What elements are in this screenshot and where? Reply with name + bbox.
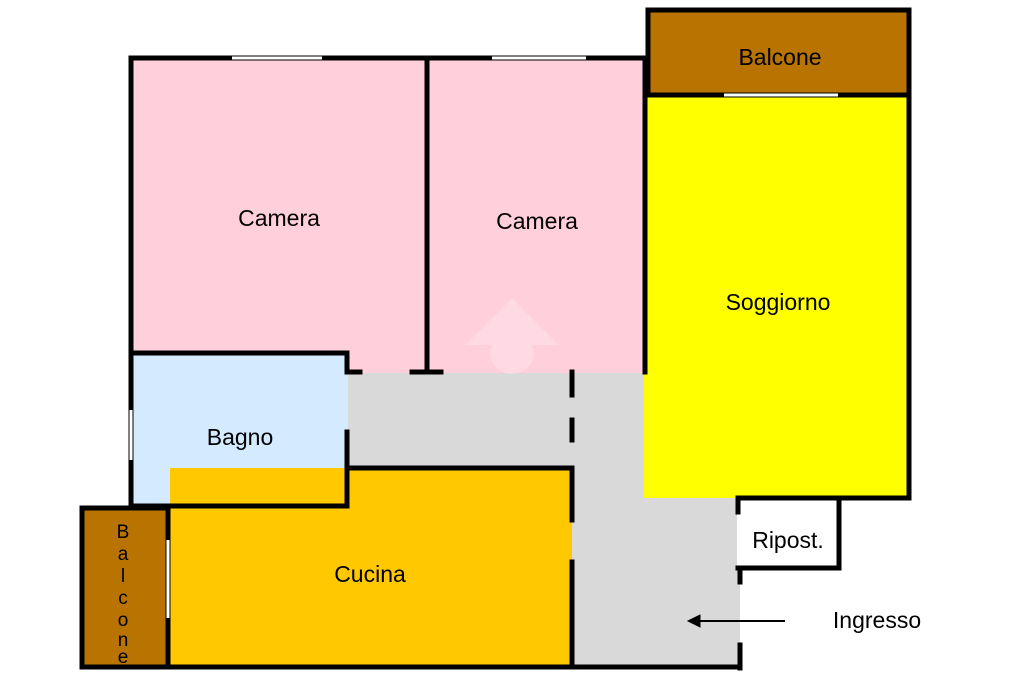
room-balcone-top[interactable] xyxy=(648,10,909,94)
label-ingresso: Ingresso xyxy=(833,607,921,633)
watermark-logo xyxy=(465,298,559,374)
room-cucina[interactable] xyxy=(170,468,572,666)
label-balcone-left-letter: a xyxy=(118,544,129,565)
room-camera-right[interactable] xyxy=(427,58,644,373)
label-camera-left: Camera xyxy=(238,205,320,231)
room-soggiorno[interactable] xyxy=(644,96,909,498)
label-balcone-left-letter: e xyxy=(118,647,129,668)
label-cucina: Cucina xyxy=(334,561,406,587)
label-balcone-left-letter: c xyxy=(118,588,128,609)
label-camera-right: Camera xyxy=(496,208,578,234)
label-soggiorno: Soggiorno xyxy=(726,289,831,315)
label-balcone-left: B a l c o n e xyxy=(117,522,130,668)
windows xyxy=(129,56,838,618)
label-balcone-left-letter: B xyxy=(117,522,130,543)
window-lines xyxy=(128,55,838,618)
left-arrow-icon xyxy=(686,614,785,628)
label-balcone-left-letter: l xyxy=(121,566,125,587)
room-ripostiglio[interactable] xyxy=(737,498,839,566)
room-balcone-left[interactable] xyxy=(82,508,168,666)
label-bagno: Bagno xyxy=(207,424,274,450)
label-balcone-left-letter: o xyxy=(118,610,129,631)
room-camera-left[interactable] xyxy=(131,58,427,373)
label-balcone-top: Balcone xyxy=(738,44,821,70)
label-ripostiglio: Ripost. xyxy=(752,527,824,553)
label-balcone-left-letter: n xyxy=(118,630,129,651)
